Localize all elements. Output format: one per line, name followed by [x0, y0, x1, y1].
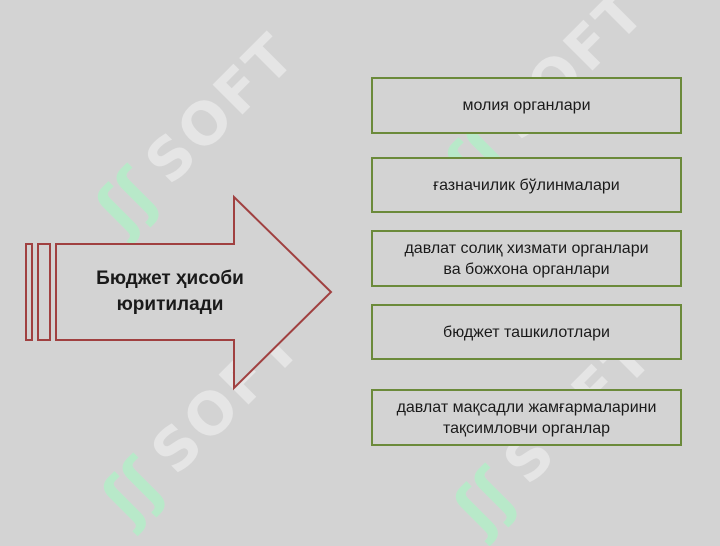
box-text: бюджет ташкилотлари [443, 323, 610, 341]
box-text: давлат солиқ хизмати органлари [404, 239, 649, 257]
arrow-label-line: юритилади [116, 294, 224, 315]
box-text: ғазначилик бўлинмалари [433, 176, 620, 194]
box-text: молия органлари [462, 97, 591, 114]
box-target-funds: давлат мақсадли жамғармаларини тақсимлов… [371, 389, 682, 446]
arrow-shape [55, 194, 333, 391]
box-text: ва божхона органлари [443, 260, 610, 278]
box-finance-bodies: молия органлари [371, 77, 682, 134]
box-text: тақсимловчи органлар [442, 419, 611, 437]
arrow-label-line: Бюджет ҳисоби [96, 268, 244, 289]
box-budget-organizations: бюджет ташкилотлари [371, 304, 682, 360]
arrow-tail-bar [37, 243, 51, 341]
box-tax-customs: давлат солиқ хизмати органлари ва божхон… [371, 230, 682, 287]
arrow-tail-bar [25, 243, 33, 341]
box-treasury-units: ғазначилик бўлинмалари [371, 157, 682, 213]
arrow-label: Бюджет ҳисоби юритилади [70, 266, 270, 318]
box-text: давлат мақсадли жамғармаларини [396, 398, 657, 416]
